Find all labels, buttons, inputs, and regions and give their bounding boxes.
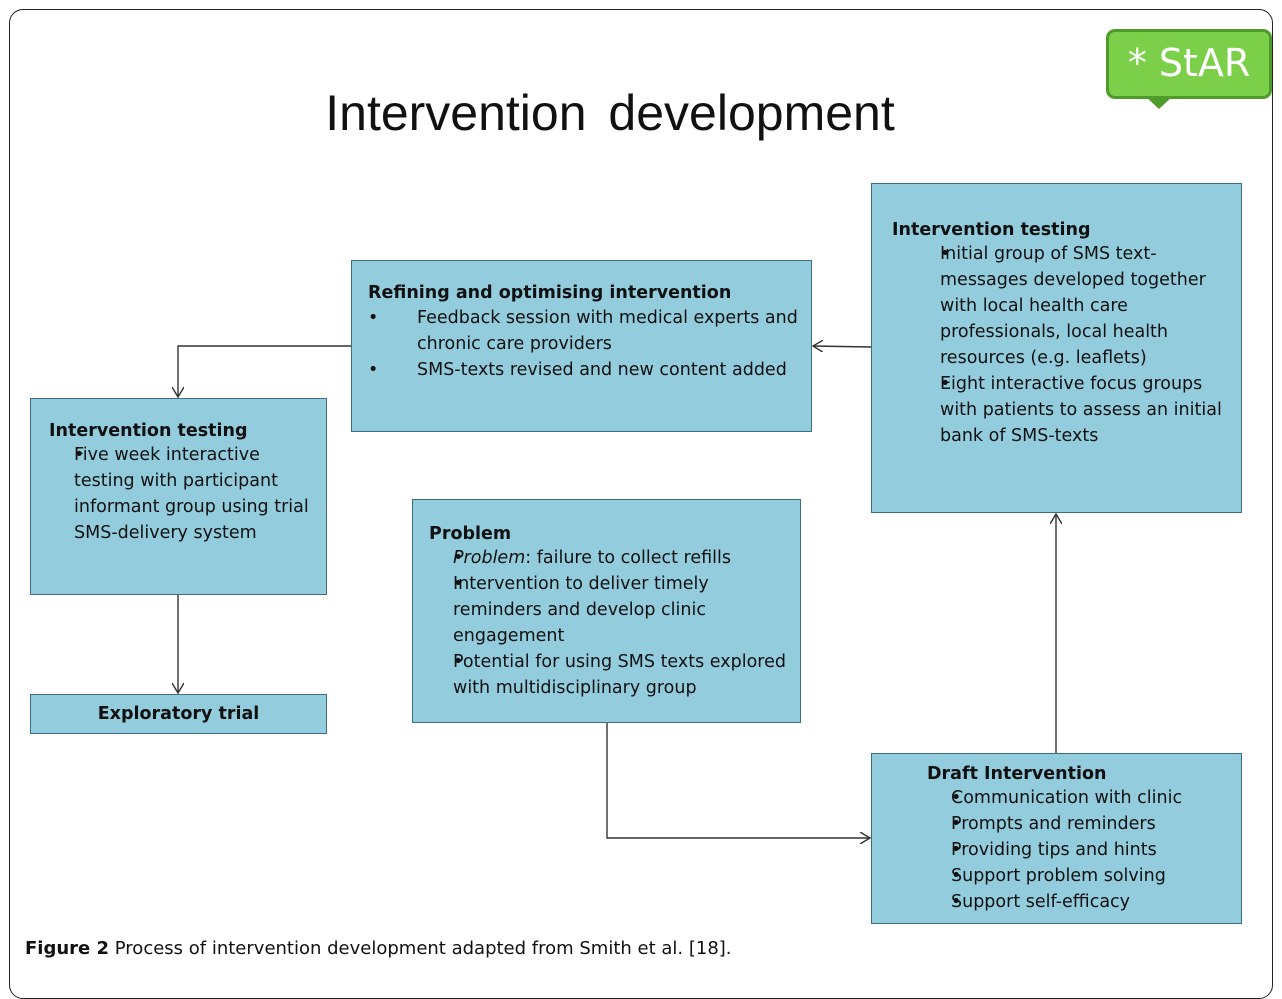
bullet-list: Problem: failure to collect refills Inte… xyxy=(429,545,790,701)
box-intervention-testing-trial: Intervention testing Five week interacti… xyxy=(30,398,327,595)
badge-tail xyxy=(1145,96,1173,109)
list-item: Providing tips and hints xyxy=(927,837,1231,863)
arrow-testing-to-refine xyxy=(813,346,872,347)
caption-text: Process of intervention development adap… xyxy=(109,938,732,959)
box-heading: Refining and optimising intervention xyxy=(368,283,732,303)
list-item: Five week interactive testing with parti… xyxy=(49,442,316,546)
bullet-list: Initial group of SMS text-messages devel… xyxy=(892,241,1229,449)
star-badge: * StAR xyxy=(1106,29,1272,109)
list-item: Feedback session with medical experts an… xyxy=(368,305,801,357)
box-refining-optimising: Refining and optimising intervention Fee… xyxy=(351,260,812,432)
box-heading: Intervention testing xyxy=(49,421,248,441)
bullet-list: Five week interactive testing with parti… xyxy=(49,442,316,546)
star-badge-label: * StAR xyxy=(1127,41,1251,85)
list-item: Eight interactive focus groups with pati… xyxy=(892,371,1229,449)
list-item: SMS-texts revised and new content added xyxy=(368,357,801,383)
problem-emphasis: Problem xyxy=(453,548,526,568)
list-item: Prompts and reminders xyxy=(927,811,1231,837)
box-exploratory-trial: Exploratory trial xyxy=(30,694,327,734)
box-draft-intervention: Draft Intervention Communication with cl… xyxy=(871,753,1242,924)
list-item: Initial group of SMS text-messages devel… xyxy=(892,241,1229,371)
box-label: Exploratory trial xyxy=(97,704,260,724)
diagram-title: Intervention development xyxy=(325,85,895,141)
caption-label: Figure 2 xyxy=(25,938,110,959)
figure-caption: Figure 2 Process of intervention develop… xyxy=(25,938,732,959)
list-item: Support self-efficacy xyxy=(927,889,1231,915)
bullet-list: Communication with clinic Prompts and re… xyxy=(927,785,1231,915)
problem-text: : failure to collect refills xyxy=(525,548,731,568)
bullet-list: Feedback session with medical experts an… xyxy=(368,305,801,383)
box-heading: Intervention testing xyxy=(892,220,1091,240)
box-intervention-testing-initial: Intervention testing Initial group of SM… xyxy=(871,183,1242,513)
list-item: Potential for using SMS texts explored w… xyxy=(429,649,790,701)
list-item: Intervention to deliver timely reminders… xyxy=(429,571,790,649)
arrow-problem-to-draft xyxy=(606,723,870,838)
list-item: Communication with clinic xyxy=(927,785,1231,811)
arrow-refine-to-testing-left xyxy=(178,345,351,397)
box-heading: Problem xyxy=(429,524,512,544)
list-item: Support problem solving xyxy=(927,863,1231,889)
list-item: Problem: failure to collect refills xyxy=(429,545,790,571)
box-problem: Problem Problem: failure to collect refi… xyxy=(412,499,801,723)
box-heading: Draft Intervention xyxy=(927,764,1107,784)
connector-arrows xyxy=(0,0,1282,967)
